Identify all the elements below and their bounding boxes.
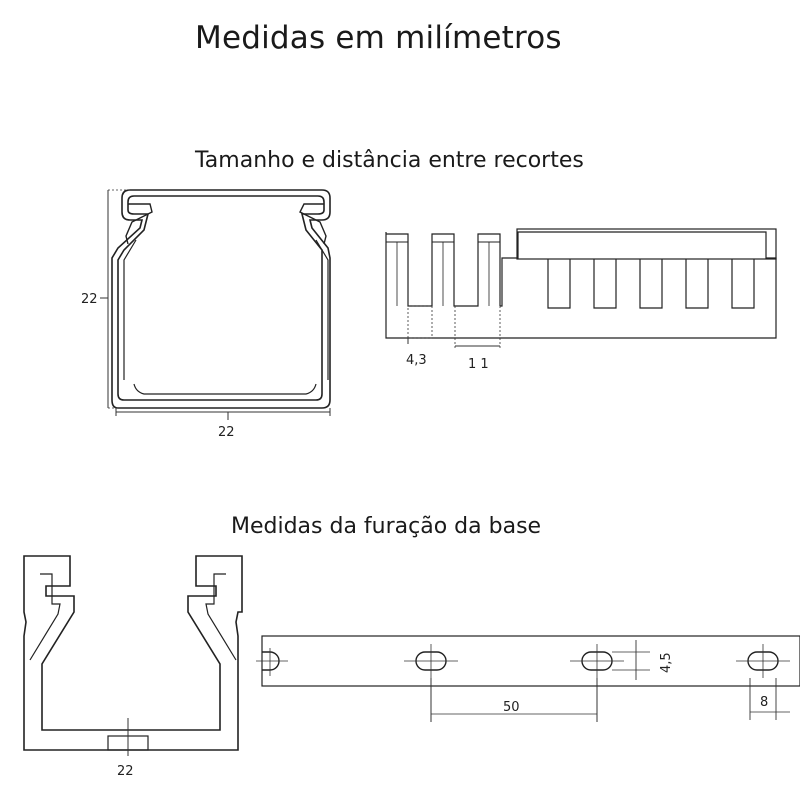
- base-profile-section: [23, 555, 243, 751]
- base-hole-1: [256, 648, 288, 676]
- base-width-dimension: 22: [117, 718, 134, 779]
- base-hole-4: [736, 644, 790, 678]
- hole-spacing-label: 50: [503, 700, 520, 715]
- hole-height-label: 4,5: [659, 652, 674, 673]
- duct-side-view: [385, 228, 777, 339]
- hole-height-dimension: 4,5: [612, 640, 674, 680]
- slot-width-label: 4,3: [406, 353, 427, 368]
- profile-width-dimension: 22: [115, 408, 331, 440]
- duct-profile-section: [111, 189, 331, 409]
- base-hole-3: [570, 644, 624, 678]
- profile-height-dimension: 22: [81, 189, 130, 409]
- slot-pitch-dimension: 1 1: [454, 306, 501, 372]
- base-width-label: 22: [117, 764, 134, 779]
- base-strip-view: [261, 635, 800, 687]
- profile-height-label: 22: [81, 292, 98, 307]
- slot-pitch-label: 1 1: [468, 357, 489, 372]
- hole-length-dimension: 8: [749, 678, 790, 720]
- base-holes-section-title: Medidas da furação da base: [231, 514, 542, 539]
- page-title: Medidas em milímetros: [195, 20, 562, 56]
- base-hole-2: [404, 644, 458, 678]
- hole-length-label: 8: [760, 695, 768, 710]
- slot-width-dimension: 4,3: [406, 305, 433, 368]
- cutouts-section-title: Tamanho e distância entre recortes: [195, 148, 584, 173]
- hole-spacing-dimension: 50: [430, 678, 598, 722]
- profile-width-label: 22: [218, 425, 235, 440]
